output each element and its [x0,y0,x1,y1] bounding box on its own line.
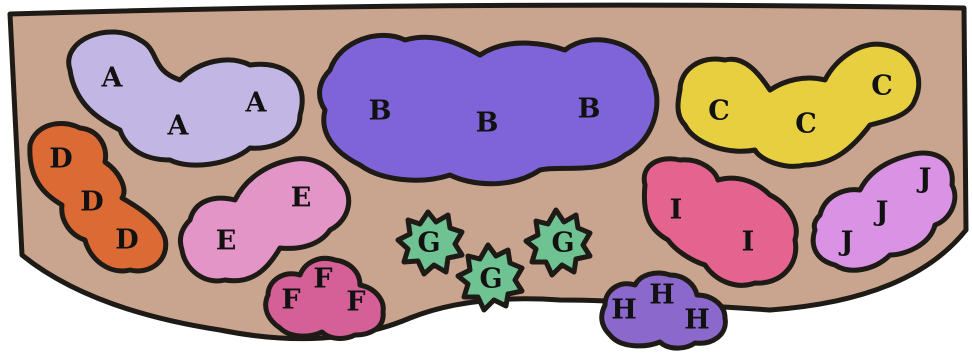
label-d-3: D [115,225,138,256]
label-c-1: C [708,96,730,127]
label-i-2: I [742,227,755,258]
label-c-2: C [795,109,817,140]
label-i-1: I [670,195,683,226]
label-f-1: F [281,285,300,316]
label-j-3: J [917,164,932,195]
label-h-2: H [649,280,675,311]
label-d-1: D [49,144,72,175]
label-f-2: F [313,264,332,295]
label-b-1: B [369,96,392,127]
label-j-1: J [839,227,854,258]
label-h-3: H [684,305,710,336]
label-a-2: A [167,111,190,142]
label-j-2: J [874,197,889,228]
label-a-3: A [245,88,268,119]
label-a-1: A [101,63,124,94]
label-b-2: B [476,108,499,139]
label-b-3: B [578,94,601,125]
label-g-2: G [479,264,502,295]
label-e-2: E [291,183,312,214]
label-c-3: C [871,71,893,102]
label-g-1: G [417,228,440,259]
label-d-2: D [80,187,103,218]
label-g-3: G [551,228,574,259]
label-h-1: H [611,295,637,326]
label-e-1: E [216,226,237,257]
label-f-3: F [346,287,365,318]
